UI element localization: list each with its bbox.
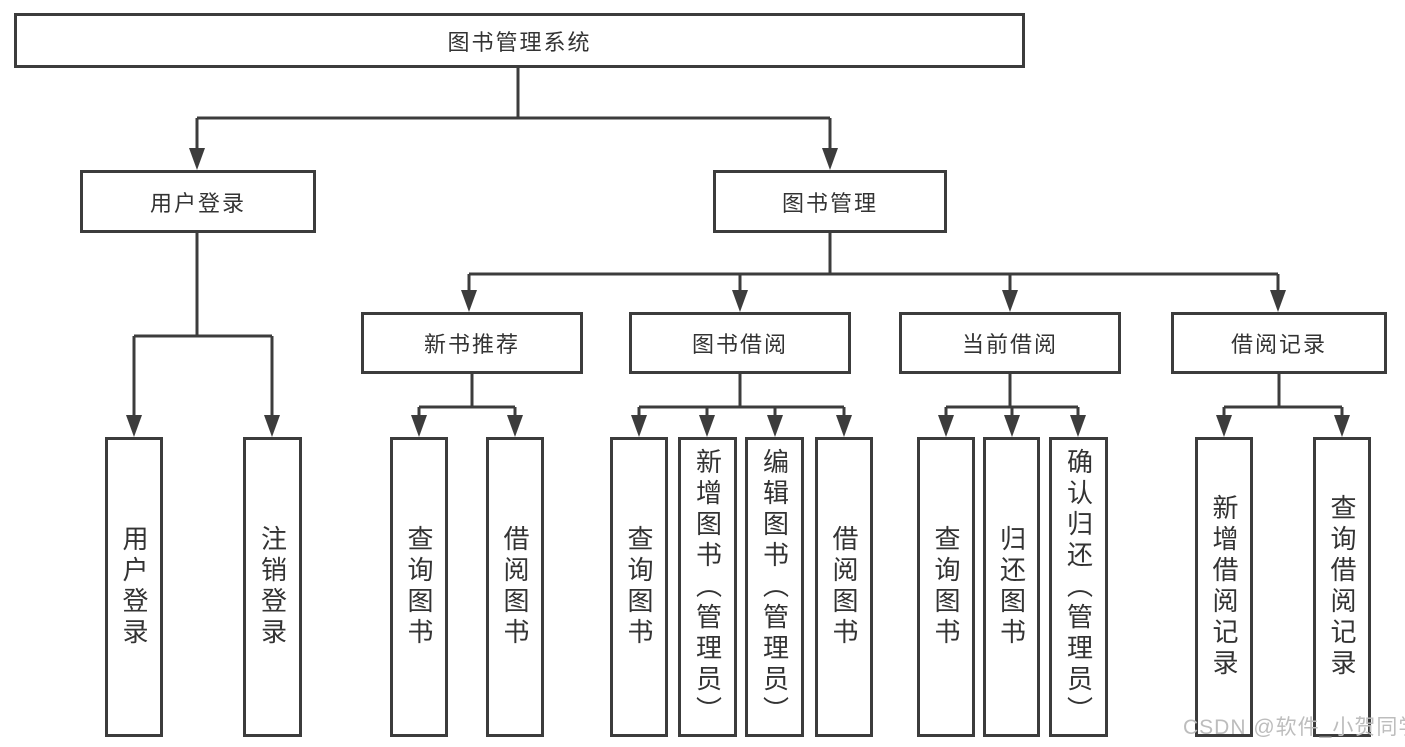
node-leaf-query-books: 查询图书 — [610, 437, 668, 737]
arrowhead-icon — [1004, 415, 1020, 437]
arrowhead-icon — [699, 415, 715, 437]
arrowhead-icon — [822, 148, 838, 170]
arrowhead-icon — [189, 148, 205, 170]
connector-borrowing-records-to-leaves — [1216, 374, 1350, 437]
node-book-management-branch: 图书管理 — [713, 170, 947, 233]
connector-book-management-to-level3 — [461, 233, 1286, 312]
node-leaf-logout: 注销登录 — [243, 437, 302, 737]
node-leaf-add-borrow-record: 新增借阅记录 — [1195, 437, 1253, 737]
connector-current-borrowing-to-leaves — [938, 374, 1086, 437]
arrowhead-icon — [411, 415, 427, 437]
arrowhead-icon — [1002, 290, 1018, 312]
csdn-watermark: CSDN @软件_小贺同学 — [1183, 716, 1405, 739]
node-leaf-confirm-return-admin: 确认归还（管理员） — [1049, 437, 1108, 737]
node-leaf-query-borrow-record: 查询借阅记录 — [1313, 437, 1371, 737]
node-leaf-edit-books-admin: 编辑图书（管理员） — [745, 437, 804, 737]
node-root-library-system: 图书管理系统 — [14, 13, 1025, 68]
arrowhead-icon — [1334, 415, 1350, 437]
node-leaf-borrow-books: 借阅图书 — [486, 437, 544, 737]
node-leaf-query-books: 查询图书 — [390, 437, 448, 737]
arrowhead-icon — [732, 290, 748, 312]
node-leaf-user-login: 用户登录 — [105, 437, 163, 737]
connector-root-to-level2 — [189, 68, 838, 170]
connector-new-book-recommend-to-leaves — [411, 374, 523, 437]
arrowhead-icon — [264, 415, 280, 437]
arrowhead-icon — [126, 415, 142, 437]
arrowhead-icon — [1070, 415, 1086, 437]
node-leaf-borrow-books: 借阅图书 — [815, 437, 873, 737]
node-leaf-add-books-admin: 新增图书（管理员） — [678, 437, 737, 737]
arrowhead-icon — [836, 415, 852, 437]
arrowhead-icon — [938, 415, 954, 437]
arrowhead-icon — [461, 290, 477, 312]
node-book-borrowing: 图书借阅 — [629, 312, 851, 374]
connector-user-login-to-leaves — [126, 233, 280, 437]
node-leaf-query-books: 查询图书 — [917, 437, 975, 737]
arrowhead-icon — [631, 415, 647, 437]
arrowhead-icon — [767, 415, 783, 437]
node-borrowing-records: 借阅记录 — [1171, 312, 1387, 374]
node-new-book-recommend: 新书推荐 — [361, 312, 583, 374]
arrowhead-icon — [1270, 290, 1286, 312]
node-user-login-branch: 用户登录 — [80, 170, 316, 233]
node-current-borrowing: 当前借阅 — [899, 312, 1121, 374]
arrowhead-icon — [507, 415, 523, 437]
connector-book-borrowing-to-leaves — [631, 374, 852, 437]
node-leaf-return-books: 归还图书 — [983, 437, 1040, 737]
arrowhead-icon — [1216, 415, 1232, 437]
